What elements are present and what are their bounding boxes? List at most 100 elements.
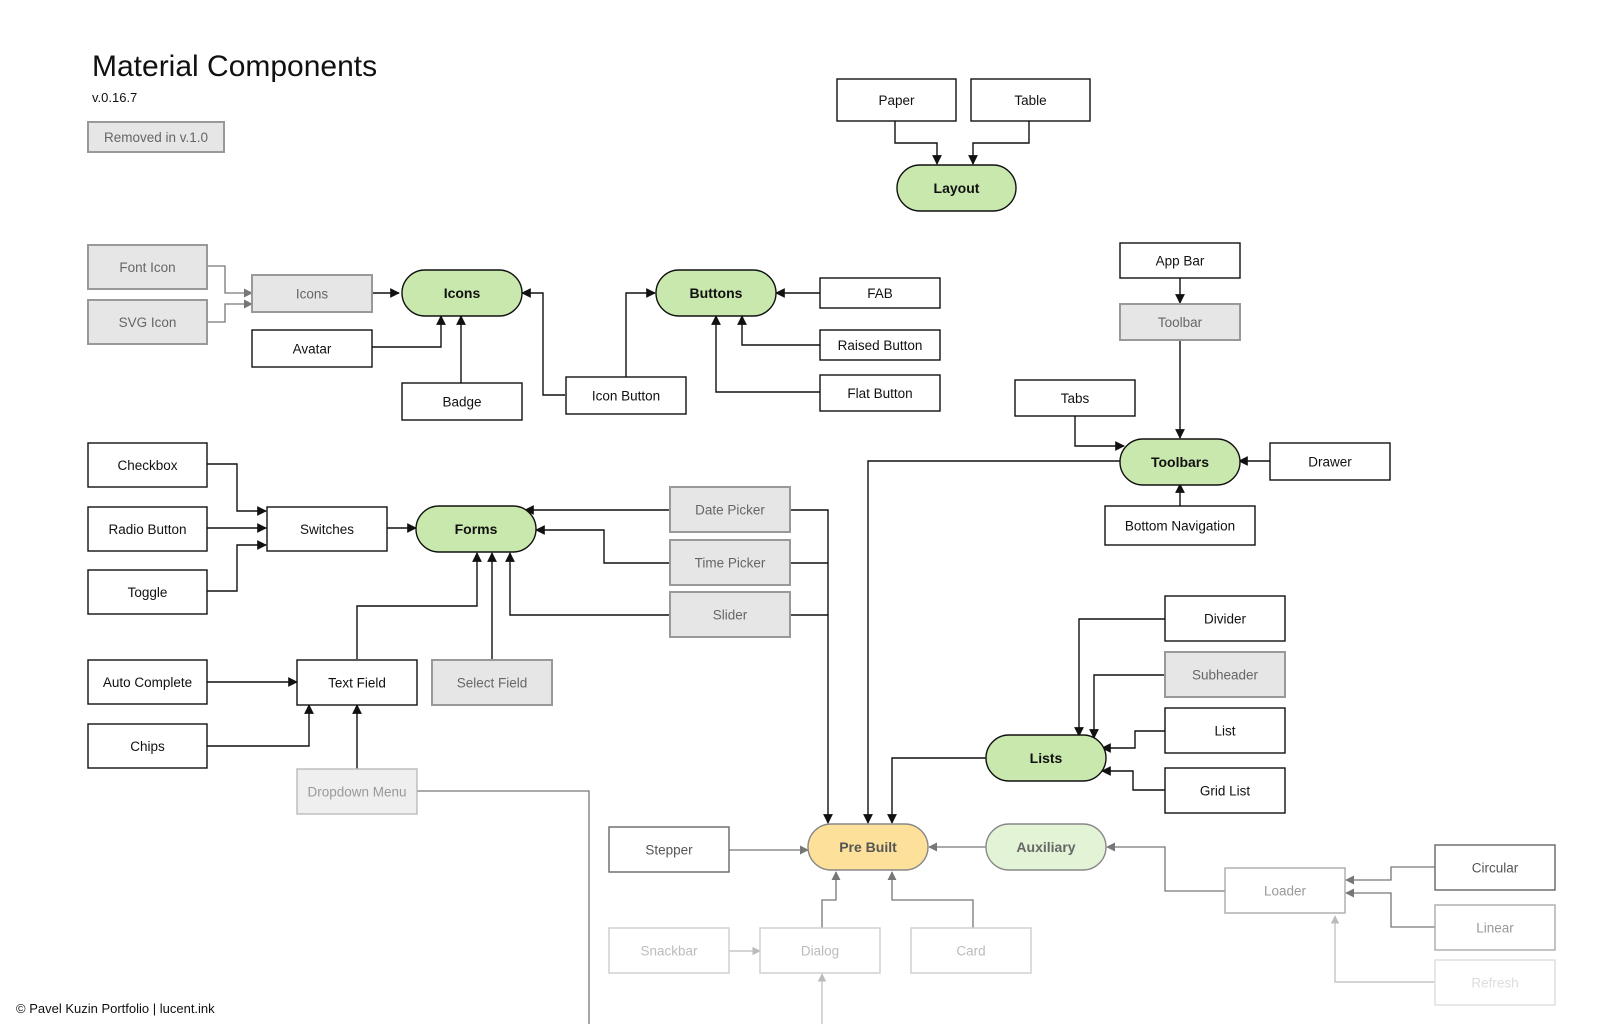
edge-toggle-switches	[207, 540, 267, 592]
node-table: Table	[970, 78, 1091, 122]
node-label: Removed in v.1.0	[104, 130, 208, 145]
node-box	[1014, 379, 1136, 417]
node-box	[985, 734, 1107, 782]
node-slider: Slider	[669, 591, 791, 638]
node-label: Auxiliary	[1016, 839, 1075, 855]
node-box	[985, 823, 1107, 871]
node-box	[87, 659, 208, 705]
edge-loader-auxiliary	[1106, 842, 1225, 892]
node-label: Buttons	[690, 285, 743, 301]
node-box	[608, 927, 730, 974]
node-label: Icon Button	[592, 389, 660, 404]
node-label: Raised Button	[838, 338, 923, 353]
node-divider: Divider	[1164, 595, 1286, 642]
edge-iconbutton-icons	[521, 288, 565, 396]
node-label: Linear	[1476, 921, 1514, 936]
node-raised-button: Raised Button	[819, 329, 941, 361]
node-toolbar: Toolbar	[1119, 303, 1241, 341]
node-app-bar: App Bar	[1119, 242, 1241, 279]
node-label: SVG Icon	[119, 315, 177, 330]
node-label: Tabs	[1061, 391, 1090, 406]
edge-slider-forms	[505, 552, 670, 616]
node-box	[910, 927, 1032, 974]
node-icon-button: Icon Button	[565, 376, 687, 415]
node-box	[296, 768, 418, 815]
node-label: Dialog	[801, 944, 839, 959]
node-box	[1224, 867, 1346, 914]
node-label: Text Field	[328, 676, 386, 691]
edge-table-layout	[968, 121, 1030, 165]
node-label: Toolbars	[1151, 454, 1209, 470]
node-label: Auto Complete	[103, 675, 192, 690]
node-refresh: Refresh	[1434, 959, 1556, 1006]
node-svg-icon: SVG Icon	[87, 299, 208, 345]
node-box	[251, 274, 373, 313]
node-box	[87, 506, 208, 552]
node-label: Icons	[296, 287, 329, 302]
node-flat-button: Flat Button	[819, 374, 941, 412]
node-label: Drawer	[1308, 455, 1352, 470]
edge-raised-buttons	[737, 315, 820, 346]
node-box	[1434, 844, 1556, 891]
footer-credit: © Pavel Kuzin Portfolio | lucent.ink	[16, 1001, 215, 1016]
node-paper: Paper	[836, 78, 957, 122]
edge-textfield-forms	[356, 552, 482, 659]
node-label: Badge	[442, 395, 481, 410]
node-label: Card	[956, 944, 985, 959]
node-label: Stepper	[645, 843, 693, 858]
node-box	[1104, 505, 1256, 546]
node-font-icon: Font Icon	[87, 244, 208, 290]
node-box	[87, 299, 208, 345]
node-box	[1434, 904, 1556, 951]
edge-iconbutton-buttons	[625, 288, 656, 383]
node-label: Toolbar	[1158, 315, 1203, 330]
node-box	[819, 329, 941, 361]
node-box	[1164, 767, 1286, 814]
node-tabs: Tabs	[1014, 379, 1136, 417]
node-layout: Layout	[896, 164, 1017, 212]
node-box	[669, 591, 791, 638]
node-radio-button: Radio Button	[87, 506, 208, 552]
node-box	[1434, 959, 1556, 1006]
node-label: App Bar	[1156, 254, 1205, 269]
node-box	[819, 374, 941, 412]
edge-paper-layout	[894, 121, 942, 165]
edge-dialog-prebuilt	[821, 871, 841, 928]
edge-datepicker-prebuilt	[790, 509, 833, 824]
edge-list-lists	[1101, 730, 1165, 753]
node-label: Icons	[444, 285, 481, 301]
node-box	[759, 927, 881, 974]
node-bottom-navigation: Bottom Navigation	[1104, 505, 1256, 546]
node-list: List	[1164, 707, 1286, 754]
edge-linear-loader	[1345, 888, 1435, 928]
node-box	[807, 823, 929, 871]
node-box	[669, 486, 791, 533]
node-label: Refresh	[1471, 976, 1518, 991]
node-forms: Forms	[415, 505, 537, 553]
node-icons-removed: Icons	[251, 274, 373, 313]
node-box	[836, 78, 957, 122]
node-box	[608, 826, 730, 873]
node-box	[1119, 303, 1241, 341]
node-subheader: Subheader	[1164, 651, 1286, 698]
node-box	[87, 244, 208, 290]
node-label: Chips	[130, 739, 165, 754]
edge-tabs-toolbars	[1074, 416, 1125, 451]
node-label: Bottom Navigation	[1125, 519, 1235, 534]
edge-toolbars-prebuilt	[863, 460, 1120, 824]
diagram-version: v.0.16.7	[92, 90, 138, 105]
node-auxiliary: Auxiliary	[985, 823, 1107, 871]
node-label: Layout	[934, 180, 980, 196]
node-label: Lists	[1030, 750, 1063, 766]
node-box	[87, 569, 208, 615]
node-auto-complete: Auto Complete	[87, 659, 208, 705]
node-dropdown-menu: Dropdown Menu	[296, 768, 418, 815]
node-box	[87, 723, 208, 769]
node-icons: Icons	[401, 269, 523, 317]
node-box	[401, 269, 523, 317]
node-snackbar: Snackbar	[608, 927, 730, 974]
node-badge: Badge	[401, 382, 523, 421]
node-box	[1164, 651, 1286, 698]
node-label: Snackbar	[640, 944, 698, 959]
